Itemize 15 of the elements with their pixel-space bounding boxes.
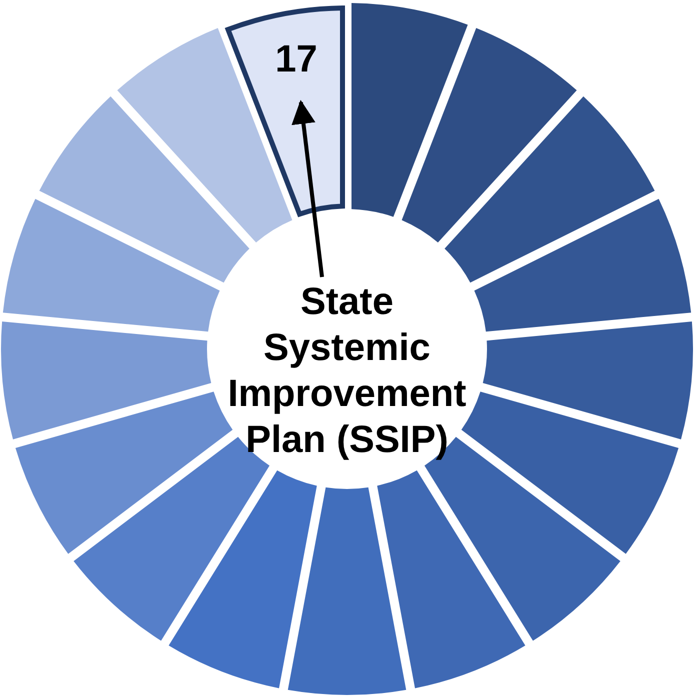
center-label: State Systemic Improvement Plan (SSIP): [222, 279, 472, 463]
ring-segment: [474, 198, 692, 332]
ring-segment: [288, 487, 406, 695]
arrow: [292, 100, 324, 278]
ring-segment: [482, 322, 693, 440]
ring-segment: [39, 96, 250, 283]
ring-segment: [1, 322, 212, 440]
ring-segment: [444, 96, 655, 283]
ring-segment: [168, 470, 317, 688]
ring-segment: [2, 198, 220, 332]
segment-number: 17: [275, 38, 318, 81]
ring-segment: [226, 6, 345, 217]
ring-segment: [402, 28, 577, 243]
ring-segment: [377, 470, 526, 688]
ring-segment: [352, 3, 468, 217]
